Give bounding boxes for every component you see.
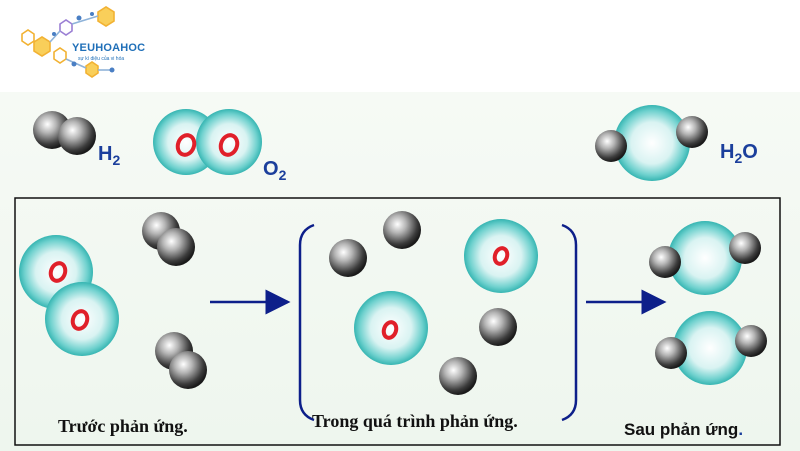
o2-symbol: O [263,158,279,180]
right-bracket [561,223,578,422]
h2o-subscript: 2 [734,150,743,166]
caption-after-dot: . [738,420,744,439]
caption-after: Sau phản ứng. [624,420,743,440]
during-h-atom-4 [439,357,477,395]
caption-before: Trước phản ứng. [58,416,188,436]
o2-formula-label: O2 [263,158,286,183]
during-h-atom-2 [383,211,421,249]
left-bracket [298,223,315,422]
legend-o2-molecule [153,109,262,175]
h2-formula-label: H2 [98,143,120,168]
molecule-logo-icon [21,6,115,78]
before-o2-molecule [19,235,119,356]
during-o-atom-2 [354,291,428,365]
legend-h2-molecule [33,111,96,155]
during-o-atom-1 [464,219,538,293]
during-h-atom-3 [479,308,517,346]
caption-after-text: Sau phản ứng [624,420,739,439]
o2-subscript: 2 [278,167,287,183]
h2-subscript: 2 [112,152,121,168]
before-h2-molecule-top [142,212,195,266]
before-h2-molecule-bottom [155,332,207,389]
reaction-frame [14,197,781,446]
logo-tagline: sự kì diệu của vi hóa [78,56,125,62]
h2o-formula-label: H2O [720,141,758,166]
legend-h2o-molecule [595,105,708,181]
after-h2o-molecule-bottom [655,311,767,385]
logo-name: YEUHOAHOC [72,42,146,54]
caption-during: Trong quá trình phản ứng. [312,411,518,431]
h2-symbol: H [98,143,113,165]
h2o-suffix: O [742,141,758,163]
after-h2o-molecule-top [649,221,761,295]
during-h-atom-1 [329,239,367,277]
site-logo: YEUHOAHOC sự kì diệu của vi hóa [14,4,145,84]
h2o-prefix: H [720,141,735,163]
